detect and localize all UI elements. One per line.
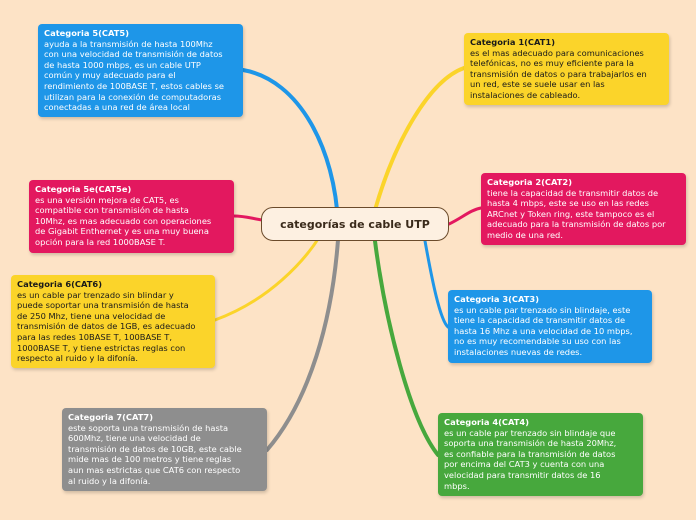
node-title: Categoria 3(CAT3): [454, 294, 539, 304]
node-title: Categoria 4(CAT4): [444, 417, 529, 427]
node-cat5e[interactable]: Categoria 5e(CAT5e) es una versión mejor…: [29, 180, 234, 253]
node-title: Categoria 6(CAT6): [17, 279, 102, 289]
node-text: es el mas adecuado para comunicaciones t…: [470, 47, 647, 100]
link-cat5: [241, 68, 340, 226]
node-text: es un cable par trenzado sin blindaje, e…: [454, 304, 633, 357]
node-text: tiene la capacidad de transmitir datos d…: [487, 187, 666, 240]
node-cat6[interactable]: Categoria 6(CAT6) es un cable par trenza…: [11, 275, 215, 368]
link-cat1: [373, 66, 466, 212]
link-cat7: [265, 238, 340, 452]
node-title: Categoria 5e(CAT5e): [35, 184, 132, 194]
node-text: es un cable par trenzado sin blindaje qu…: [444, 427, 617, 491]
node-cat4[interactable]: Categoria 4(CAT4) es un cable par trenza…: [438, 413, 643, 496]
node-text: es un cable par trenzado sin blindar y p…: [17, 289, 196, 364]
link-cat5e: [232, 214, 264, 222]
node-cat5[interactable]: Categoria 5(CAT5) ayuda a la transmisión…: [38, 24, 243, 117]
central-topic[interactable]: categorías de cable UTP: [261, 207, 449, 241]
link-cat2: [447, 206, 483, 226]
link-cat4: [373, 239, 440, 457]
node-cat7[interactable]: Categoria 7(CAT7) este soporta una trans…: [62, 408, 267, 491]
node-title: Categoria 1(CAT1): [470, 37, 555, 47]
link-cat3: [423, 239, 450, 329]
node-cat1[interactable]: Categoria 1(CAT1) es el mas adecuado par…: [464, 33, 669, 105]
node-cat3[interactable]: Categoria 3(CAT3) es un cable par trenza…: [448, 290, 652, 363]
node-cat2[interactable]: Categoria 2(CAT2) tiene la capacidad de …: [481, 173, 686, 245]
link-cat6: [213, 234, 322, 322]
node-title: Categoria 5(CAT5): [44, 28, 129, 38]
node-text: es una versión mejora de CAT5, es compat…: [35, 194, 212, 247]
node-text: este soporta una transmisión de hasta 60…: [68, 422, 242, 486]
node-title: Categoria 7(CAT7): [68, 412, 153, 422]
node-text: ayuda a la transmisión de hasta 100Mhz c…: [44, 38, 225, 113]
node-title: Categoria 2(CAT2): [487, 177, 572, 187]
